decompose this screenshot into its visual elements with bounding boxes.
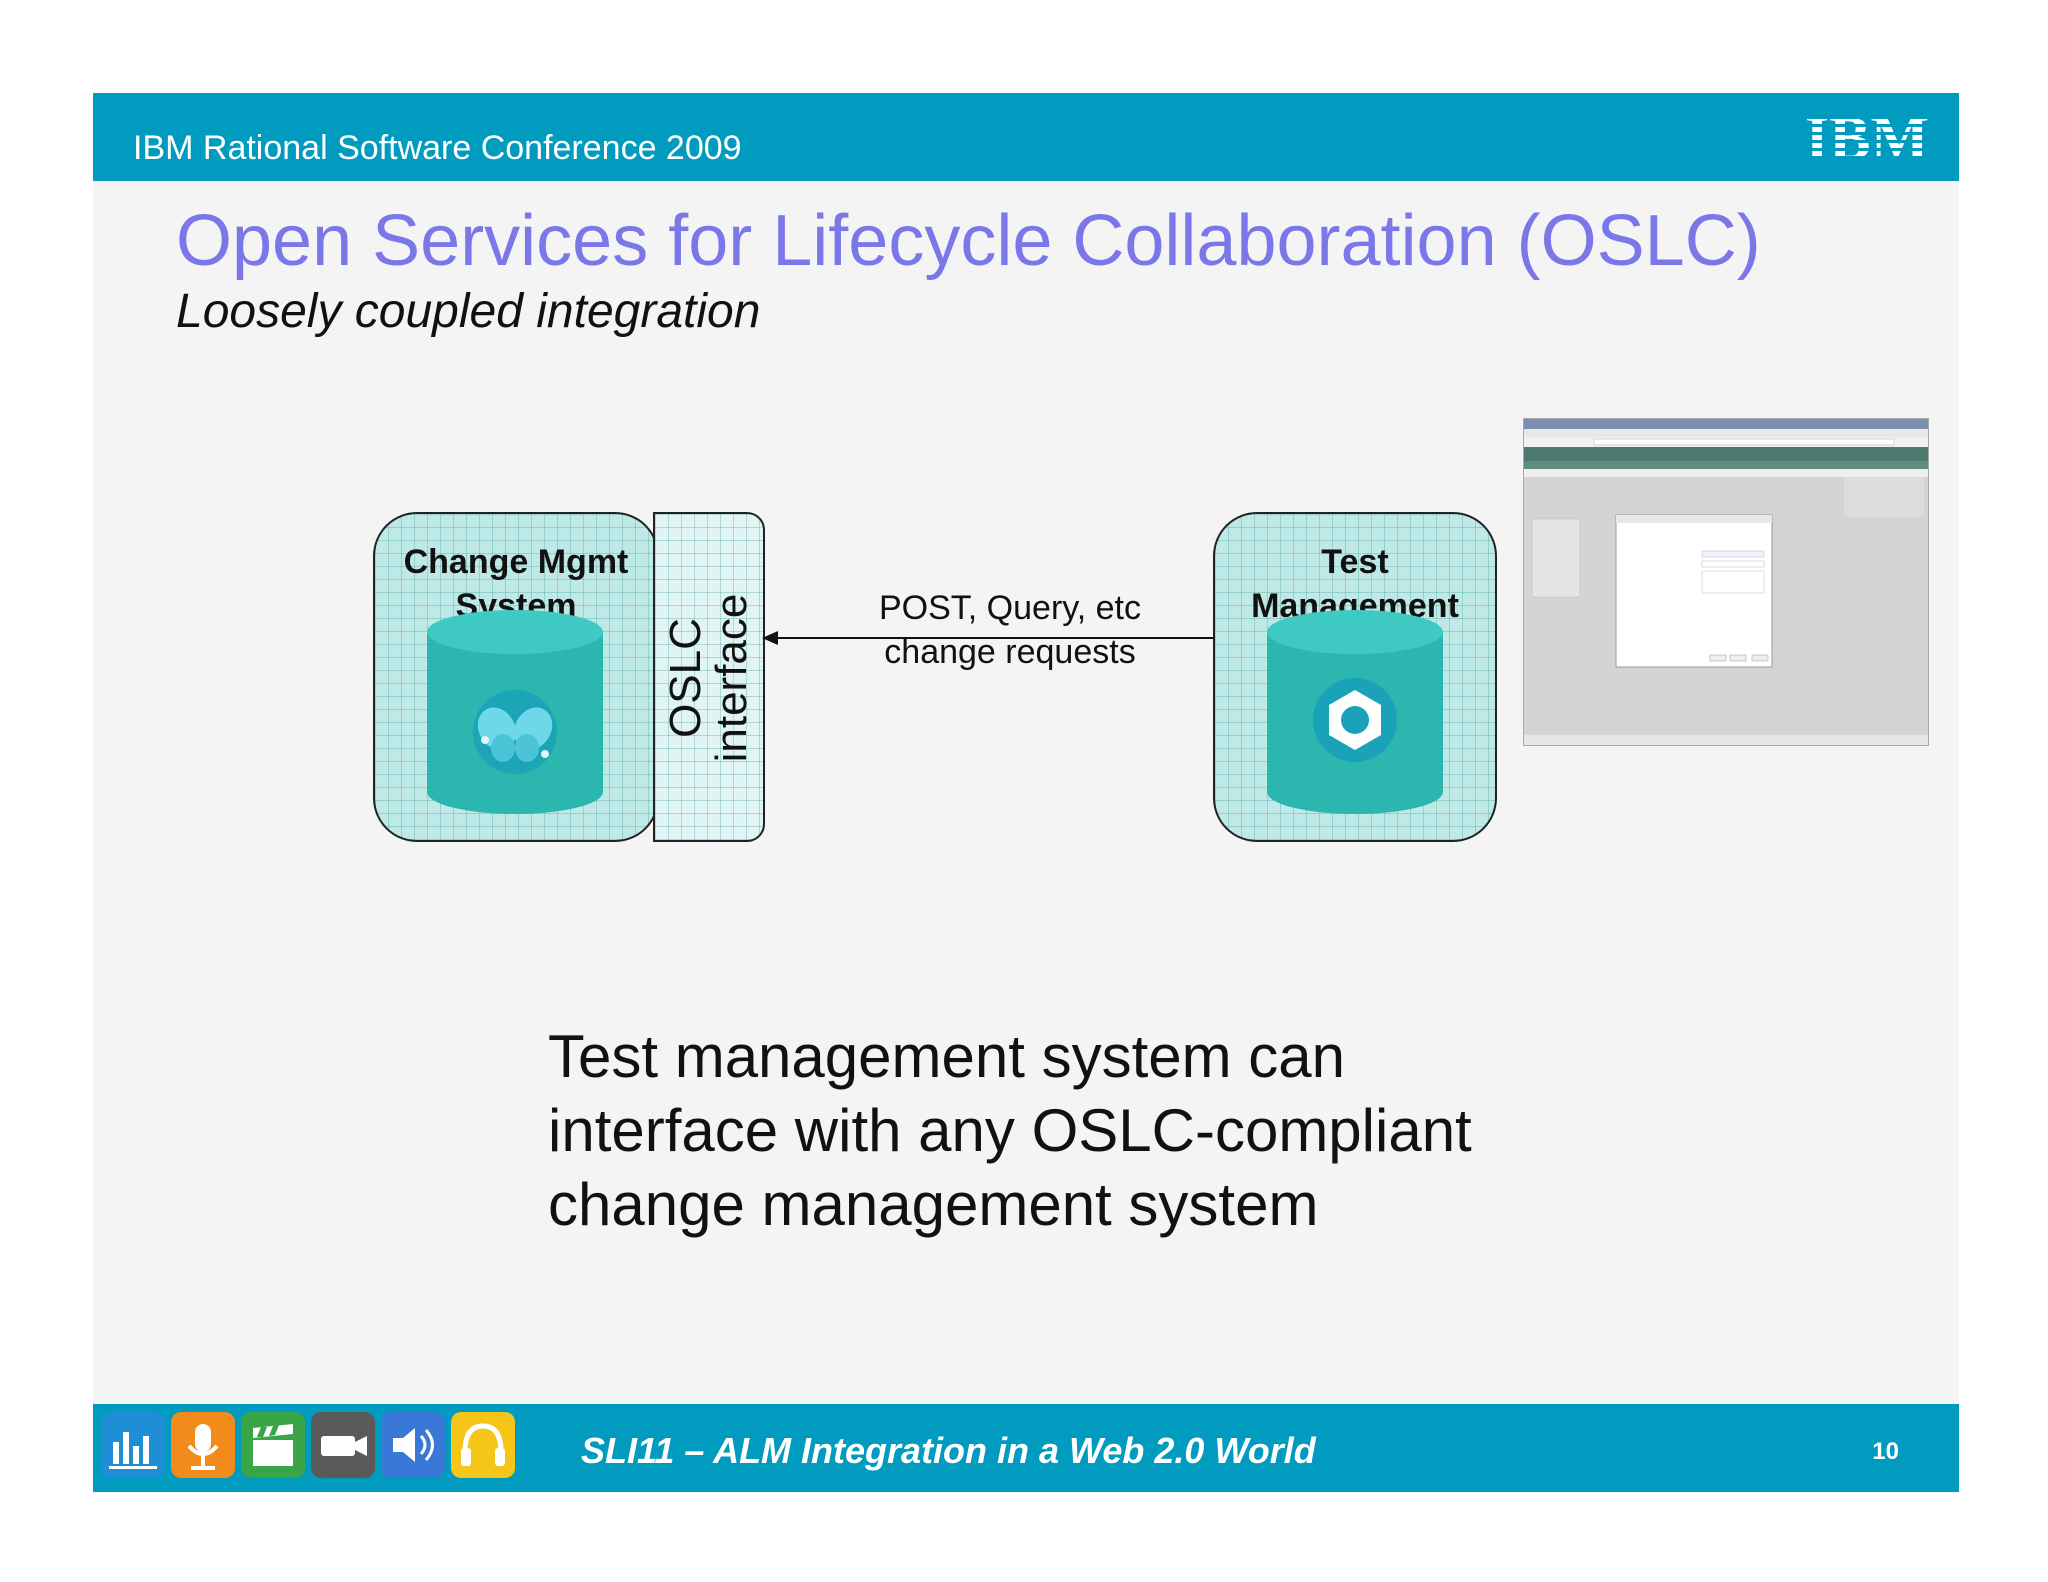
body-statement: Test management system can interface wit… [548,1020,1472,1242]
headphones-icon [451,1412,515,1478]
speaker-icon [381,1412,445,1478]
oslc-label-line2: interface [707,593,756,763]
test-management-box: Test Management [1213,512,1497,842]
oslc-interface-label: OSLC interface [661,593,756,763]
body-line-1: Test management system can [548,1023,1346,1090]
test-management-database-icon [1267,610,1443,814]
arrow-label-line2: change requests [884,633,1136,671]
slide-title: Open Services for Lifecycle Collaboratio… [176,201,1761,281]
body-line-3: change management system [548,1171,1319,1238]
clapperboard-icon [241,1412,305,1478]
body-line-2: interface with any OSLC-compliant [548,1097,1472,1164]
oslc-interface-box: OSLC interface [653,512,765,842]
hexagon-nut-icon [1313,678,1397,762]
arrow-label-line1: POST, Query, etc [878,589,1141,627]
camera-icon [311,1412,375,1478]
butterfly-icon [473,690,557,774]
application-screenshot-thumbnail [1523,418,1929,746]
change-mgmt-label-line1: Change Mgmt [403,543,629,581]
slide-subtitle: Loosely coupled integration [176,285,761,338]
page-number: 10 [1872,1438,1899,1465]
arrow-label: POST, Query, etc change requests [800,586,1220,674]
conference-title: IBM Rational Software Conference 2009 [133,129,742,167]
microphone-icon [171,1412,235,1478]
change-mgmt-database-icon [427,610,603,814]
oslc-label-line1: OSLC [661,618,710,738]
change-mgmt-system-box: Change Mgmt System [373,512,659,842]
equalizer-icon [101,1412,165,1478]
test-management-label-line1: Test [1321,543,1389,581]
request-arrow [762,631,1216,645]
footer-bar: SLI11 – ALM Integration in a Web 2.0 Wor… [93,1404,1959,1492]
ibm-logo: IBM [1795,107,1939,167]
header-bar: IBM Rational Software Conference 2009 IB… [93,93,1959,181]
session-title: SLI11 – ALM Integration in a Web 2.0 Wor… [581,1430,1316,1471]
